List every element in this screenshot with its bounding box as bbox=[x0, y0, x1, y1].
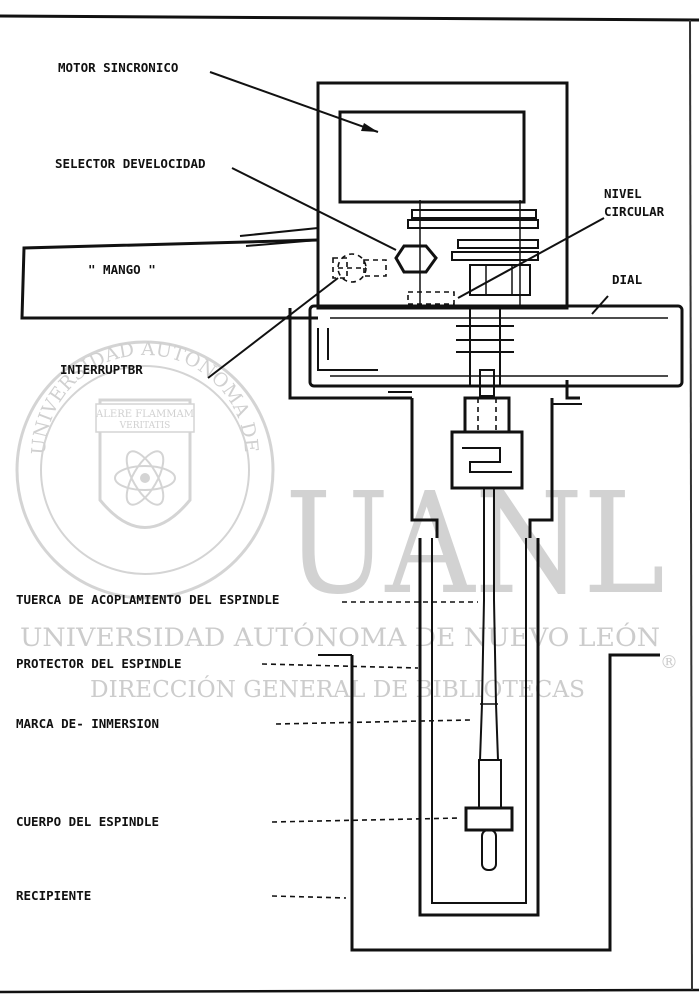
leader-protector bbox=[261, 663, 419, 669]
seal-motto-banner bbox=[95, 403, 195, 433]
motor-box bbox=[338, 110, 526, 204]
neck-left bbox=[410, 398, 439, 538]
label-dial: DIAL bbox=[612, 272, 643, 287]
spindle-body-disc bbox=[464, 806, 514, 832]
dial-plate bbox=[308, 304, 684, 388]
label-marca-inmersion: MARCA DE- INMERSION bbox=[16, 716, 159, 731]
gear-3 bbox=[457, 239, 539, 249]
labels: MOTOR SINCRONICO SELECTOR DEVELOCIDAD NI… bbox=[16, 60, 665, 903]
leader-recipiente bbox=[271, 895, 347, 899]
lower-body-right bbox=[565, 380, 580, 400]
label-protector-espindle: PROTECTOR DEL ESPINDLE bbox=[16, 656, 182, 671]
label-interruptor: INTERRUPTBR bbox=[60, 362, 143, 377]
spindle-shaft bbox=[481, 599, 497, 705]
gear-1 bbox=[411, 209, 537, 219]
top-border bbox=[0, 14, 699, 22]
seal-shield bbox=[98, 398, 192, 529]
circular-level bbox=[407, 291, 455, 305]
coupling-thread bbox=[462, 447, 512, 473]
lower-body-left bbox=[288, 308, 412, 400]
coupling-shaft-upper bbox=[479, 369, 495, 397]
label-mango: " MANGO " bbox=[88, 262, 156, 277]
motor-housing bbox=[316, 81, 569, 310]
gear-4 bbox=[451, 251, 539, 261]
label-nivel: NIVEL bbox=[604, 186, 642, 201]
university-seal: UNIVERSIDAD AUTONOMA DE NUEVO LEON ALERE… bbox=[0, 0, 275, 600]
gear-column bbox=[469, 264, 531, 296]
bottom-border bbox=[0, 988, 699, 994]
coupling-block bbox=[463, 396, 511, 434]
watermark-registered-mark: ® bbox=[660, 652, 678, 673]
leader-selector bbox=[231, 167, 397, 251]
label-motor-sincronico: MOTOR SINCRONICO bbox=[58, 60, 178, 75]
speed-selector-knob bbox=[394, 244, 438, 274]
leader-motor bbox=[209, 71, 379, 133]
watermark-university: UNIVERSIDAD AUTÓNOMA DE NUEVO LEÓN bbox=[20, 623, 660, 652]
container-recipiente bbox=[350, 653, 660, 952]
label-tuerca-acoplamiento: TUERCA DE ACOPLAMIENTO DEL ESPINDLE bbox=[16, 592, 279, 607]
coupling-nut bbox=[450, 430, 524, 490]
label-selector-velocidad: SELECTOR DEVELOCIDAD bbox=[55, 156, 206, 171]
gear-2 bbox=[407, 219, 539, 229]
right-border bbox=[689, 19, 693, 991]
leader-nivel bbox=[457, 217, 605, 299]
leader-marca bbox=[275, 719, 471, 725]
leader-interruptor bbox=[207, 277, 339, 379]
spindle-upper-body bbox=[478, 759, 502, 809]
handle-mango bbox=[20, 238, 319, 320]
label-cuerpo-espindle: CUERPO DEL ESPINDLE bbox=[16, 814, 159, 829]
label-recipiente: RECIPIENTE bbox=[16, 888, 91, 903]
spindle-tip bbox=[481, 829, 497, 871]
watermark-direction: DIRECCIÓN GENERAL DE BIBLIOTECAS bbox=[90, 676, 585, 703]
leader-cuerpo bbox=[271, 817, 461, 823]
seal-atom-icon bbox=[114, 465, 176, 491]
leader-lines bbox=[207, 71, 609, 899]
watermark-uanl: UANL bbox=[285, 463, 665, 626]
interrupter-switch bbox=[332, 253, 387, 283]
seal-motto-1: ALERE FLAMMAM bbox=[95, 409, 194, 420]
spindle-guard-outer bbox=[418, 538, 540, 917]
label-circular: CIRCULAR bbox=[604, 204, 665, 219]
neck-right bbox=[528, 398, 554, 538]
seal-motto-2: VERITATIS bbox=[119, 421, 171, 431]
leader-dial bbox=[591, 295, 609, 315]
